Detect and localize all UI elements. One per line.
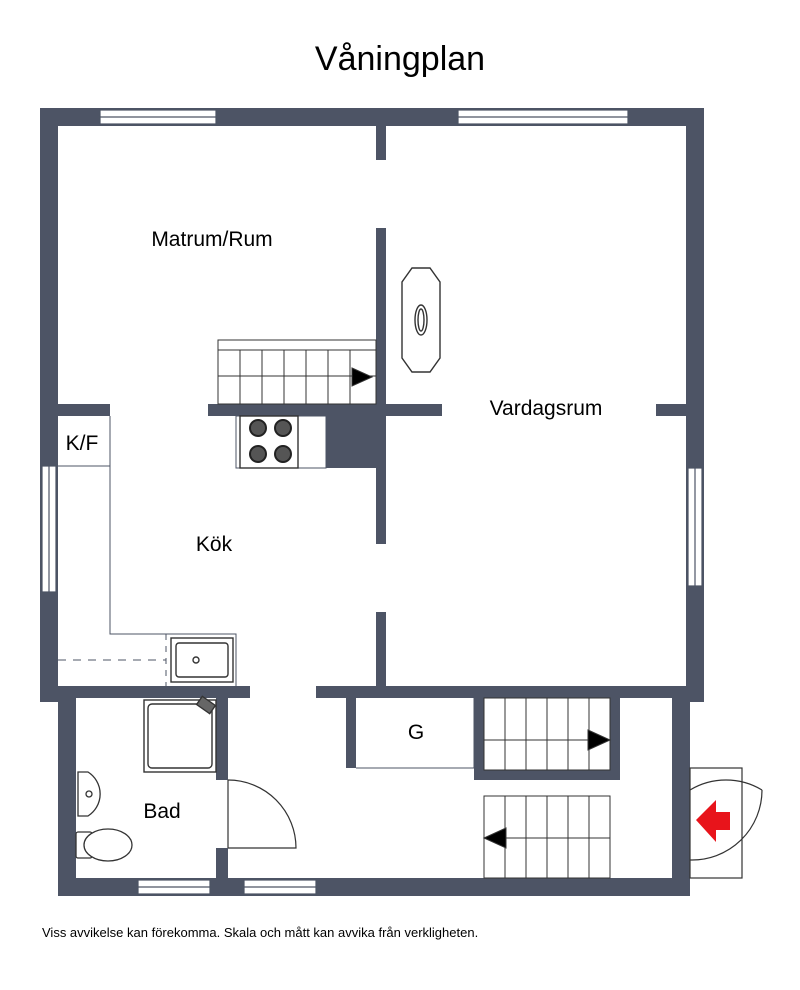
wall-stairs-left — [474, 698, 484, 780]
room-label-kf: K/F — [66, 432, 99, 455]
window-top-right — [457, 109, 629, 125]
window-bottom-left — [137, 879, 211, 895]
room-label-vardagsrum: Vardagsrum — [490, 397, 603, 420]
wall-stub-top — [376, 126, 386, 160]
fireplace-icon — [401, 267, 441, 373]
stove-icon — [235, 415, 327, 469]
wall-right-lower — [672, 686, 690, 896]
wall-left-lower — [58, 686, 76, 896]
wall-stub-left — [58, 404, 110, 416]
entrance-door — [689, 767, 763, 879]
wall-g-left — [346, 698, 356, 768]
wall-mid — [208, 404, 442, 416]
window-top-left — [99, 109, 217, 125]
staircase-upper — [217, 339, 377, 405]
door-bathroom — [227, 779, 297, 849]
sink-icon — [170, 637, 234, 683]
walls — [40, 108, 704, 896]
window-right — [687, 467, 703, 587]
window-bottom-mid — [243, 879, 317, 895]
wall-stub-right — [656, 404, 686, 416]
window-left — [41, 465, 57, 593]
storage-outline — [356, 698, 475, 769]
windows — [41, 109, 703, 895]
wall-center — [376, 228, 386, 544]
plan-title: Våningplan — [314, 40, 486, 78]
disclaimer-text: Viss avvikelse kan förekomma. Skala och … — [42, 925, 479, 940]
room-label-bad: Bad — [143, 800, 180, 823]
wall-hall-top — [316, 686, 686, 698]
room-label-matrum: Matrum/Rum — [151, 228, 272, 251]
wall-left-upper — [40, 108, 58, 702]
wall-center-lower — [376, 612, 386, 688]
entrance-arrow-icon — [696, 800, 730, 842]
wall-bath-right — [216, 698, 228, 780]
wall-stairs-mid — [474, 770, 612, 780]
room-label-g: G — [408, 721, 424, 744]
wall-bath-top — [58, 686, 250, 698]
wall-right-upper — [686, 108, 704, 702]
shower-icon — [143, 695, 217, 773]
room-label-kok: Kök — [196, 533, 233, 556]
staircase-lower — [482, 697, 612, 879]
wall-bottom — [58, 878, 690, 896]
wall-bath-right-lower — [216, 848, 228, 878]
toilet-icon — [75, 828, 133, 862]
chimney — [326, 416, 376, 468]
wall-stairs-right — [610, 698, 620, 780]
washbasin-icon — [77, 771, 101, 817]
kitchen-counter — [58, 416, 237, 686]
